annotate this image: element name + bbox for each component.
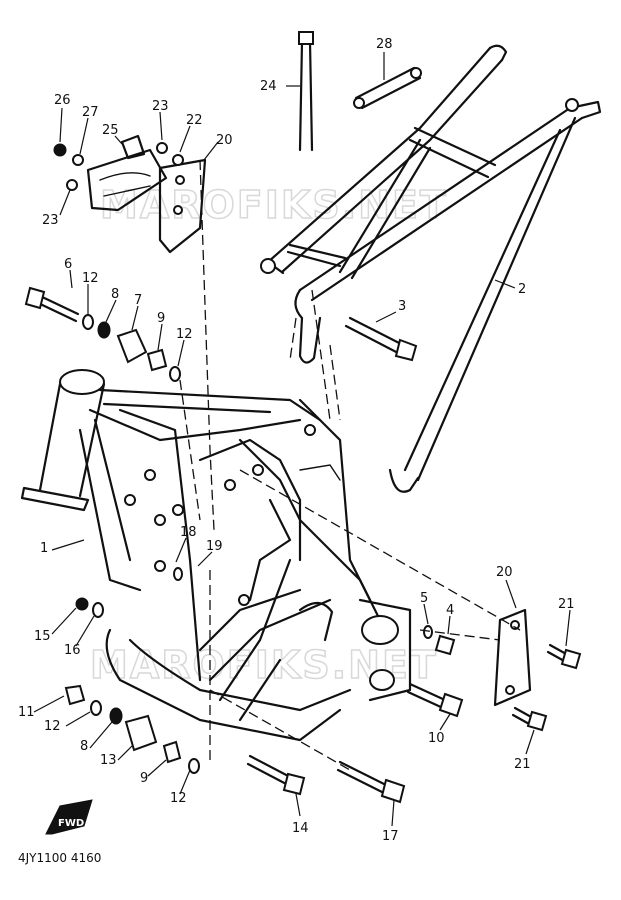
callout-17: 17 (382, 829, 399, 844)
callout-12-b: 12 (176, 327, 193, 342)
part-3-bolt (344, 316, 418, 362)
fwd-label: FWD (58, 818, 84, 829)
callout-4: 4 (446, 603, 454, 618)
callout-8-upper: 8 (111, 287, 119, 302)
callout-15: 15 (34, 629, 51, 644)
callout-23-lower: 23 (42, 213, 59, 228)
callout-22: 22 (186, 113, 203, 128)
callout-12-d: 12 (170, 791, 187, 806)
callout-19: 19 (206, 539, 223, 554)
small-fasteners-right (406, 625, 464, 718)
callout-13: 13 (100, 753, 117, 768)
callout-9-lower: 9 (140, 771, 148, 786)
bottom-bolts (246, 754, 406, 804)
callout-7: 7 (134, 293, 142, 308)
callout-21-lower: 21 (514, 757, 531, 772)
callout-12-a: 12 (82, 271, 99, 286)
callout-2: 2 (518, 282, 526, 297)
callout-5: 5 (420, 591, 428, 606)
callout-26: 26 (54, 93, 71, 108)
callout-14: 14 (292, 821, 309, 836)
callout-25: 25 (102, 123, 119, 138)
callout-28: 28 (376, 37, 393, 52)
callout-8-lower: 8 (80, 739, 88, 754)
rear-subframe (260, 44, 602, 493)
right-engine-bracket (493, 608, 582, 732)
callout-23-upper: 23 (152, 99, 169, 114)
callout-20-upper: 20 (216, 133, 233, 148)
callout-16: 16 (64, 643, 81, 658)
callout-20-right: 20 (496, 565, 513, 580)
callout-21-upper: 21 (558, 597, 575, 612)
main-frame (20, 369, 412, 742)
upper-engine-bracket (53, 134, 207, 254)
callout-labels: 1 2 3 4 5 6 7 8 8 9 9 10 11 12 12 12 12 … (18, 37, 575, 844)
callout-1: 1 (40, 541, 48, 556)
callout-9-upper: 9 (157, 311, 165, 326)
engine-mount-left-stack (24, 286, 181, 382)
part-24-long-bolt (298, 31, 314, 152)
callout-27: 27 (82, 105, 99, 120)
callout-12-c: 12 (44, 719, 61, 734)
leader-lines (33, 52, 571, 827)
callout-18: 18 (180, 525, 197, 540)
callout-6: 6 (64, 257, 72, 272)
callout-3: 3 (398, 299, 406, 314)
alignment-lines (179, 159, 521, 771)
callout-10: 10 (428, 731, 445, 746)
diagram-code: 4JY1100 4160 (18, 851, 101, 865)
fwd-arrow: FWD (45, 799, 93, 835)
callout-11: 11 (18, 705, 35, 720)
part-28-bracket (353, 66, 422, 110)
engine-mount-lower-stack (64, 560, 200, 774)
callout-24: 24 (260, 79, 277, 94)
